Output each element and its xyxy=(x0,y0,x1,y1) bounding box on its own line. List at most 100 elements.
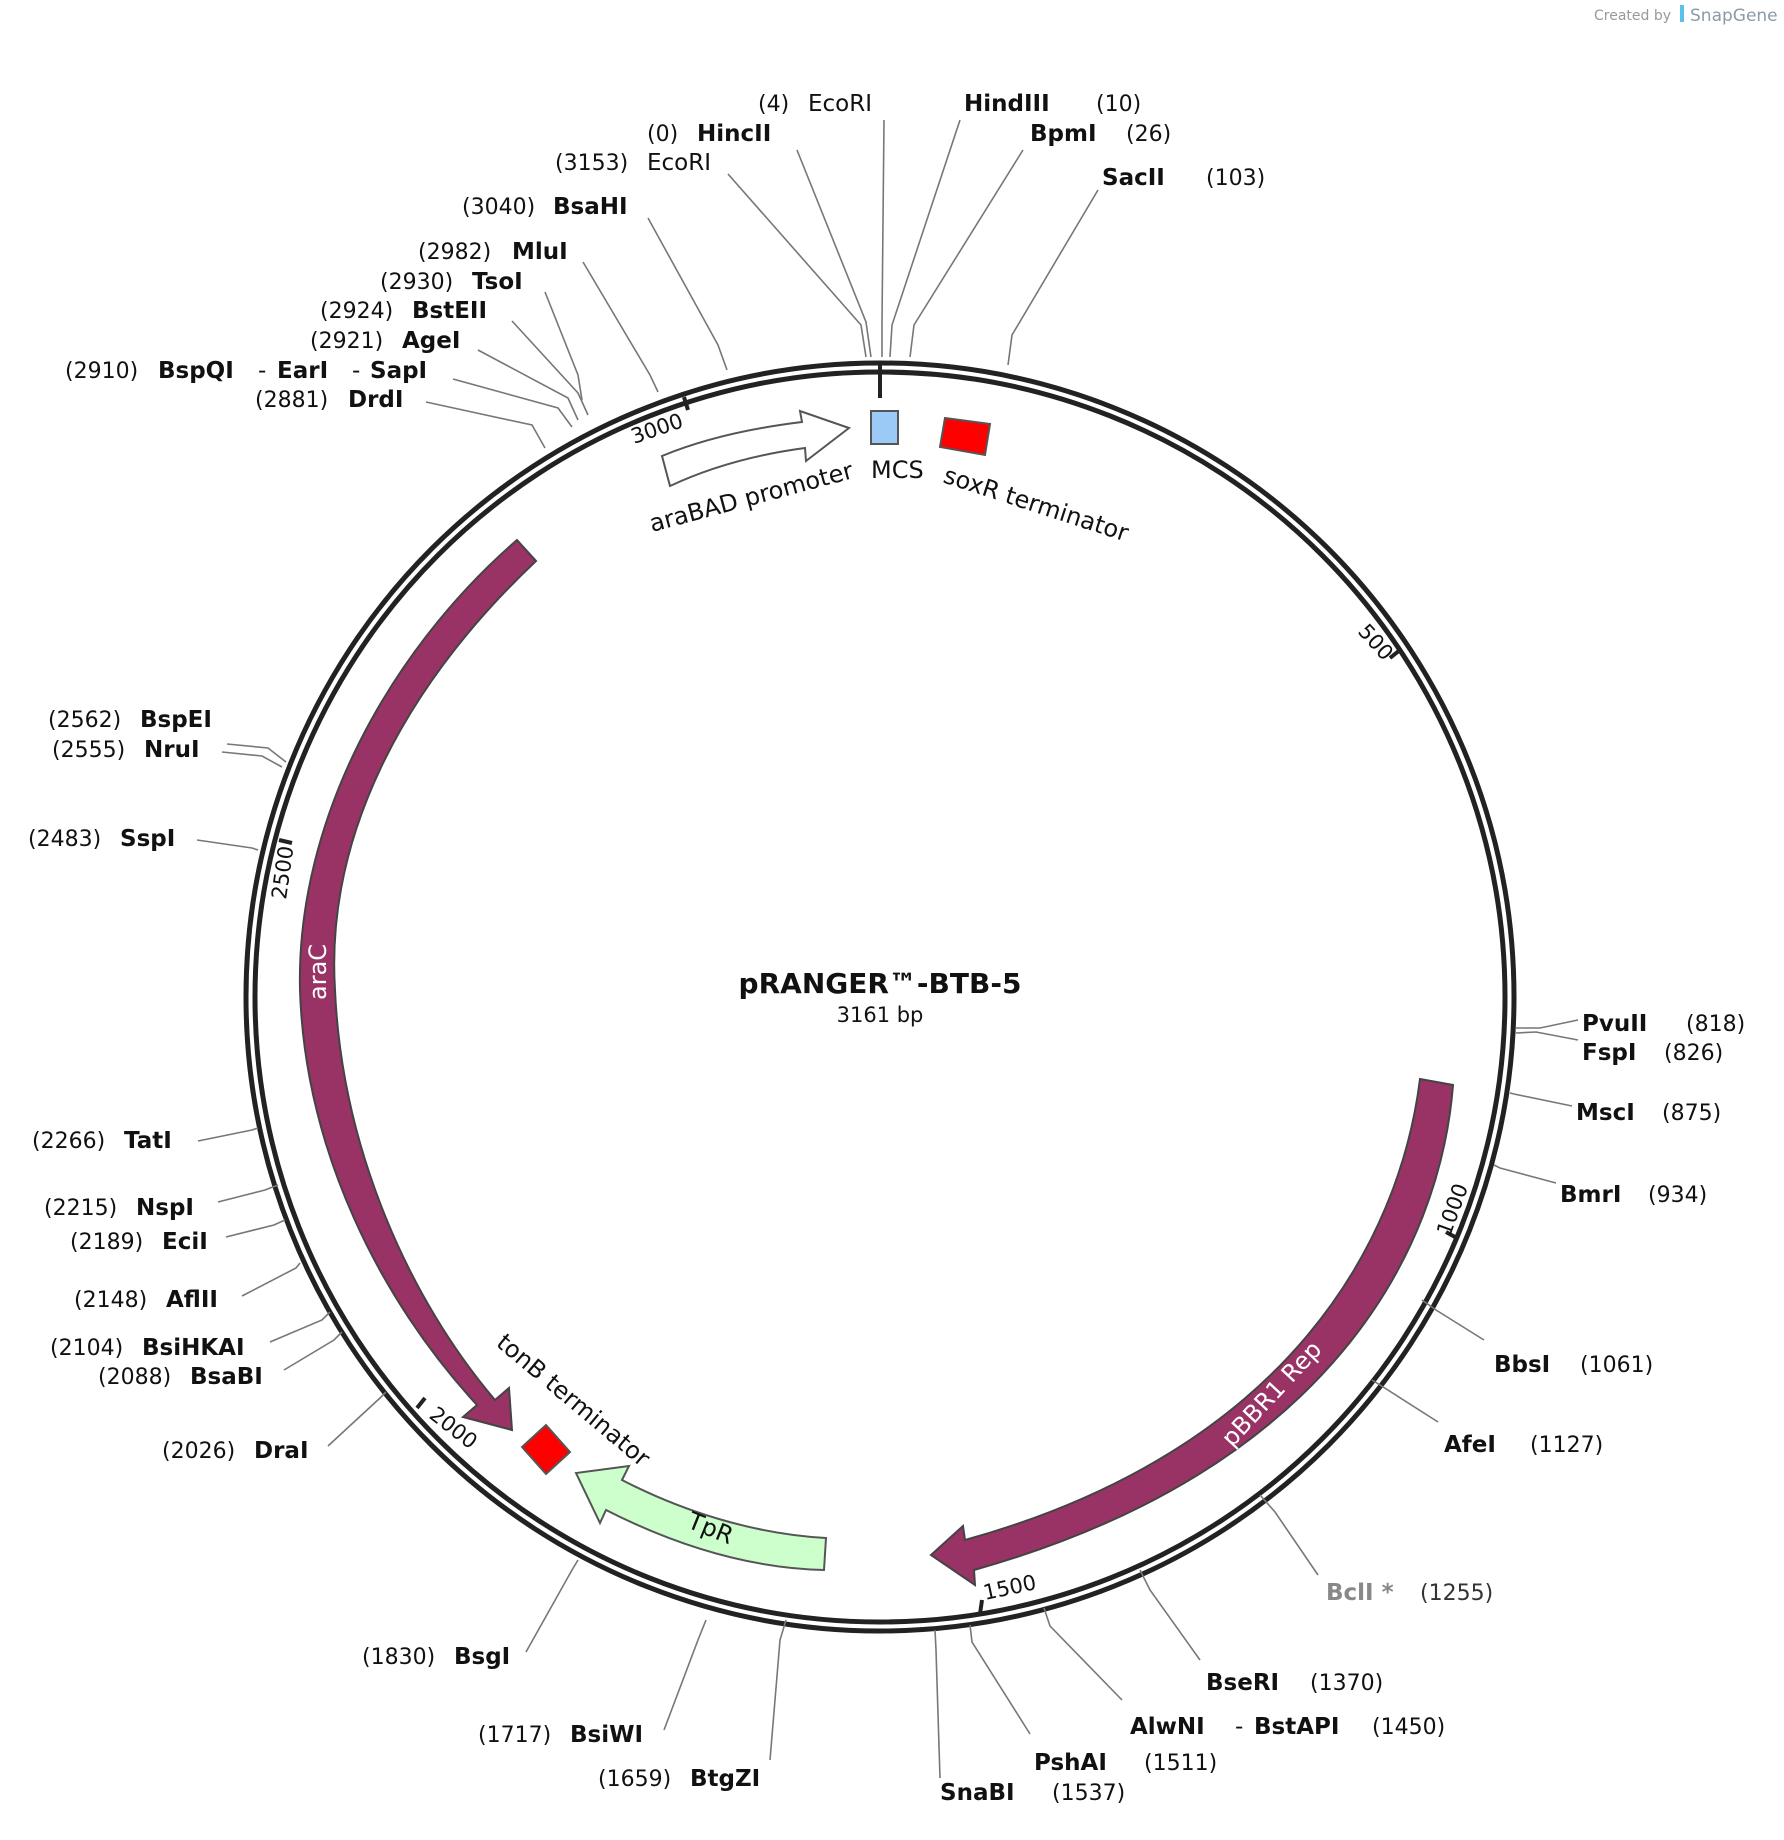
leader-bsihkai xyxy=(269,1311,331,1343)
site-name-nspi[interactable]: NspI xyxy=(136,1195,194,1221)
site-name-bpmi[interactable]: BpmI xyxy=(1030,121,1097,147)
feature-mcs[interactable] xyxy=(870,410,899,445)
feature-pbbr1-rep[interactable] xyxy=(929,1077,1455,1587)
site-pos-btgzi: (1659) xyxy=(598,1767,671,1792)
feature-label-pbbr1-rep: pBBR1 Rep xyxy=(1216,1335,1327,1452)
site-name-bsteii[interactable]: BstEII xyxy=(412,298,487,324)
site-name-afei[interactable]: AfeI xyxy=(1444,1432,1496,1458)
leader-nrui xyxy=(221,751,283,768)
feature-soxr-terminator[interactable] xyxy=(938,416,992,457)
site-name-sspi[interactable]: SspI xyxy=(120,826,175,852)
site-name-bsiwi[interactable]: BsiWI xyxy=(570,1722,643,1748)
leader-bspei xyxy=(226,743,287,763)
site-name-bcli[interactable]: BclI * xyxy=(1326,1580,1394,1606)
site-name-bbsi[interactable]: BbsI xyxy=(1494,1352,1550,1378)
site-name-bstapi[interactable]: BstAPI xyxy=(1254,1714,1339,1740)
leader-tsoi xyxy=(544,291,583,401)
tick-2500 xyxy=(278,838,293,845)
leader-drdi xyxy=(425,401,546,449)
site-name-drai[interactable]: DraI xyxy=(254,1438,309,1464)
leader-ecori-4 xyxy=(796,149,872,358)
feature-label-soxr-terminator: soxR terminator xyxy=(940,461,1132,547)
site-name-btgzi[interactable]: BtgZI xyxy=(690,1766,760,1792)
site-name-sacii[interactable]: SacII xyxy=(1102,165,1165,191)
leader-bseri xyxy=(1139,1569,1201,1661)
site-name-bspei[interactable]: BspEI xyxy=(140,707,212,733)
site-pos-hincii: (0) xyxy=(647,122,678,147)
site-pos-aflii: (2148) xyxy=(74,1288,147,1313)
site-name-tati[interactable]: TatI xyxy=(124,1128,172,1154)
site-pos-bsihkai: (2104) xyxy=(50,1336,123,1361)
credit-brand: SnapGene xyxy=(1690,6,1778,26)
site-name-msci[interactable]: MscI xyxy=(1576,1100,1635,1126)
site-separator-1: - xyxy=(258,358,266,384)
leader-agei xyxy=(477,349,579,421)
site-name-hincii[interactable]: HincII xyxy=(697,121,771,147)
feature-arabad-promoter[interactable] xyxy=(660,409,852,488)
site-name-drdi[interactable]: DrdI xyxy=(348,387,403,413)
site-separator-3: - xyxy=(1235,1714,1243,1740)
leader-pvuii xyxy=(1516,1019,1579,1029)
snapgene-logo-icon xyxy=(1680,5,1684,22)
leader-bsteii xyxy=(511,320,589,416)
site-pos-agei: (2921) xyxy=(310,329,383,354)
snapgene-credit: Created by SnapGene xyxy=(1594,5,1778,26)
site-name-aflii[interactable]: AflII xyxy=(166,1287,218,1313)
site-name-ecori-4[interactable]: EcoRI xyxy=(808,91,872,117)
site-pos-bsabi: (2088) xyxy=(98,1365,171,1390)
site-name-fspi[interactable]: FspI xyxy=(1582,1040,1636,1066)
ticks xyxy=(278,363,1456,1615)
site-pos-hindiii: (10) xyxy=(1096,92,1141,117)
feature-arac[interactable] xyxy=(298,538,538,1432)
site-pos-drai: (2026) xyxy=(162,1439,235,1464)
site-pos-tsoi: (2930) xyxy=(380,270,453,295)
site-labels: (4) EcoRI (0) HincII (3153) EcoRI (3040)… xyxy=(28,91,1745,1806)
leader-bsiwi xyxy=(663,1619,707,1731)
site-name-bsgi[interactable]: BsgI xyxy=(454,1644,510,1670)
leader-bbsi xyxy=(1421,1299,1485,1341)
site-name-nrui[interactable]: NruI xyxy=(144,737,200,763)
tick-label-1500: 1500 xyxy=(981,1570,1038,1605)
leader-bcli xyxy=(1259,1494,1319,1576)
leader-bpmi xyxy=(909,149,1024,358)
leader-lines xyxy=(196,119,1579,1779)
site-pos-bsteii: (2924) xyxy=(320,299,393,324)
site-name-bsihkai[interactable]: BsiHKAI xyxy=(142,1335,245,1361)
site-name-pvuii[interactable]: PvuII xyxy=(1582,1011,1647,1037)
feature-tonb-terminator[interactable] xyxy=(520,1423,572,1476)
site-name-bmri[interactable]: BmrI xyxy=(1560,1182,1621,1208)
site-pos-bsgi: (1830) xyxy=(362,1645,435,1670)
site-name-ecii[interactable]: EciI xyxy=(162,1229,208,1255)
site-name-eari[interactable]: EarI xyxy=(277,358,328,384)
center-label: pRANGER™-BTB-5 3161 bp xyxy=(739,967,1022,1027)
site-name-sapi[interactable]: SapI xyxy=(370,358,427,384)
site-name-bsahi[interactable]: BsaHI xyxy=(553,194,628,220)
site-name-bseri[interactable]: BseRI xyxy=(1206,1670,1279,1696)
site-name-bsabi[interactable]: BsaBI xyxy=(190,1364,263,1390)
site-pos-pvuii: (818) xyxy=(1686,1012,1745,1037)
site-pos-bcli: (1255) xyxy=(1420,1581,1493,1606)
site-name-hindiii[interactable]: HindIII xyxy=(964,91,1050,117)
site-name-agei[interactable]: AgeI xyxy=(402,328,460,354)
plasmid-name: pRANGER™-BTB-5 xyxy=(739,967,1022,1000)
tick-1000 xyxy=(1445,1230,1456,1239)
site-name-bspqi[interactable]: BspQI xyxy=(158,358,234,384)
feature-label-mcs: MCS xyxy=(871,456,924,484)
site-pos-fspi: (826) xyxy=(1664,1041,1723,1066)
site-name-ecori-3153[interactable]: EcoRI xyxy=(647,150,711,176)
site-name-mlui[interactable]: MluI xyxy=(512,239,568,265)
leader-hindiii xyxy=(889,119,961,358)
site-name-alwni[interactable]: AlwNI xyxy=(1130,1714,1205,1740)
site-name-pshai[interactable]: PshAI xyxy=(1034,1750,1107,1776)
feature-label-tonb-terminator: tonB terminator xyxy=(491,1328,655,1472)
site-pos-bspei: (2562) xyxy=(48,708,121,733)
site-pos-mlui: (2982) xyxy=(418,240,491,265)
feature-tpr[interactable] xyxy=(574,1464,828,1572)
leader-msci xyxy=(1509,1092,1573,1107)
site-name-tsoi[interactable]: TsoI xyxy=(472,269,523,295)
site-pos-sspi: (2483) xyxy=(28,827,101,852)
site-pos-nspi: (2215) xyxy=(44,1196,117,1221)
leader-bsabi xyxy=(283,1331,343,1371)
site-name-snabi[interactable]: SnaBI xyxy=(940,1780,1015,1806)
leader-fspi xyxy=(1515,1031,1579,1041)
